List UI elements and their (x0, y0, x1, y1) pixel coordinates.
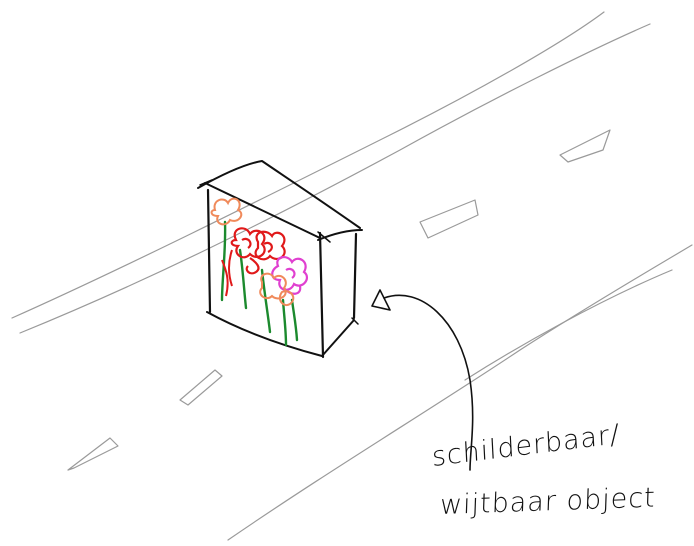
sign-box-back-right-edge (354, 234, 356, 318)
flower-stem-3 (262, 270, 270, 332)
road-edge-top-inner (20, 24, 650, 333)
road-edge-side (465, 270, 672, 380)
flower-red-3 (247, 258, 259, 273)
flower-stem-4 (283, 300, 286, 345)
lane-marking-2 (420, 200, 478, 238)
sign-box-left-edge (208, 190, 210, 312)
flower-stem-5 (292, 300, 297, 340)
flower-drawing (212, 199, 307, 345)
road-edge-top-outer (12, 12, 604, 318)
lane-markings (68, 130, 610, 470)
sign-box-bottom-edge (207, 312, 322, 356)
lane-marking-3 (180, 370, 222, 405)
sign-box-front-right-edge (320, 233, 323, 357)
pointer-arrowhead (372, 290, 390, 310)
sign-box-top-front-edge (205, 183, 320, 238)
road (12, 12, 692, 540)
lane-marking-1 (560, 130, 610, 162)
lane-marking-4 (68, 438, 118, 470)
flower-stem-2 (240, 250, 246, 308)
sign-box-bottom-right-edge (322, 320, 354, 356)
